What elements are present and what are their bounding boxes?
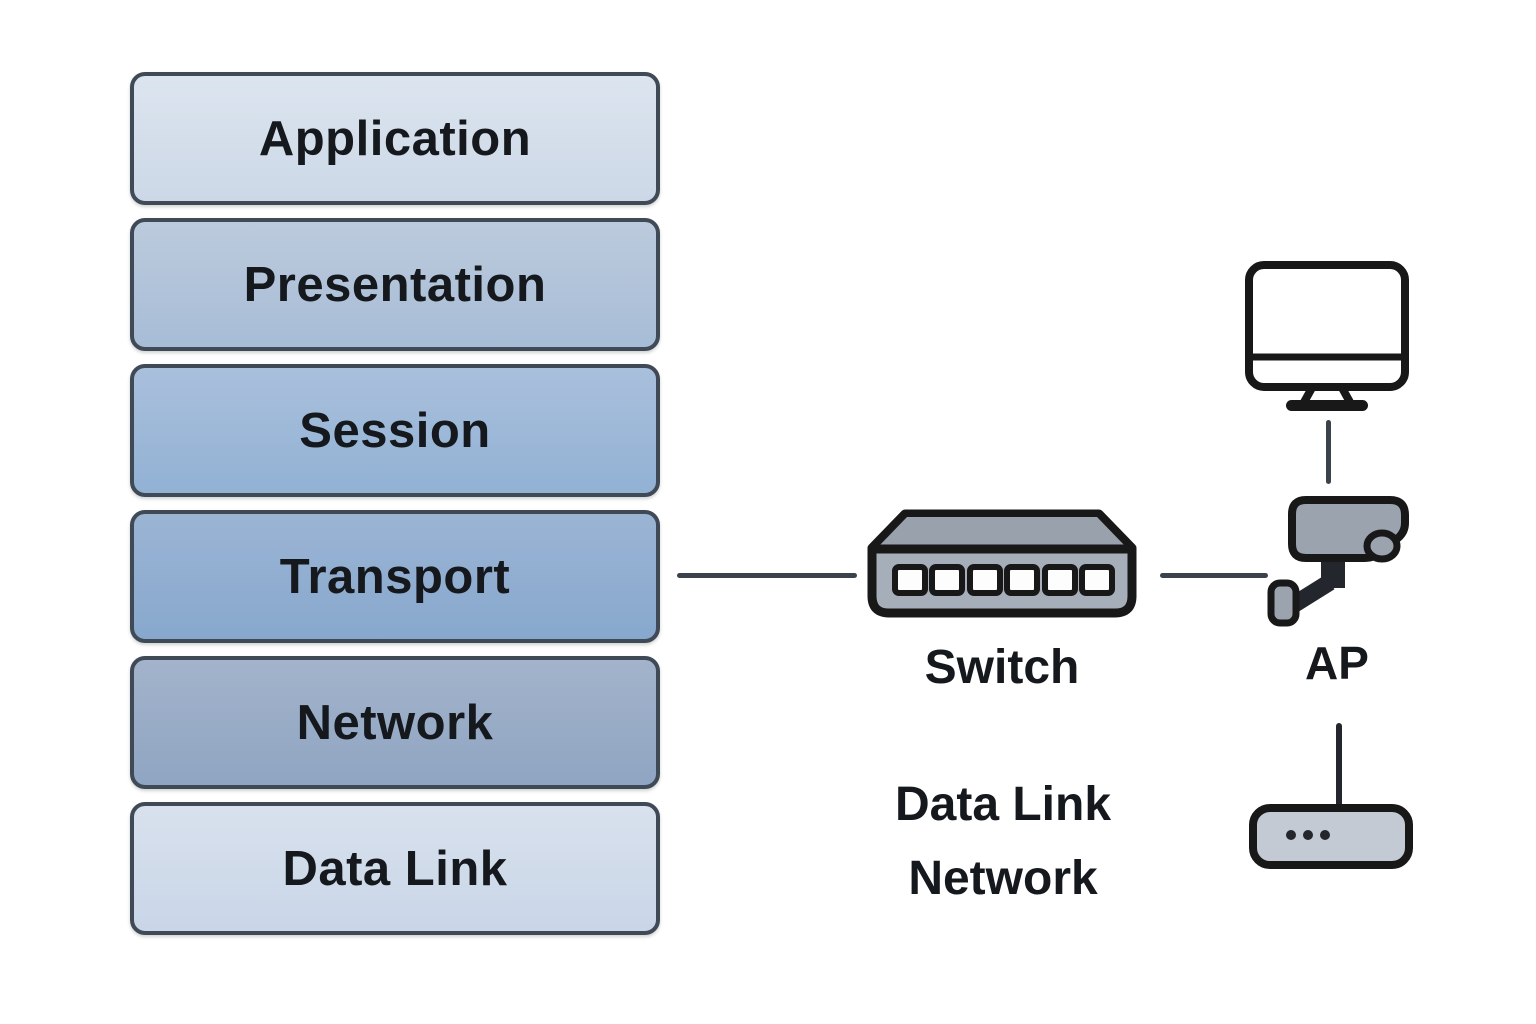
ap-label: AP	[1305, 637, 1369, 689]
caption-line-2: Network	[908, 852, 1098, 905]
network-caption: Data Link Network	[830, 768, 1176, 916]
osi-layer-application: Application	[130, 72, 660, 205]
router-icon	[1249, 723, 1413, 869]
osi-layer-session: Session	[130, 364, 660, 497]
osi-layer-datalink: Data Link	[130, 802, 660, 935]
switch-label: Switch	[924, 641, 1080, 694]
connector-monitor-to-ap	[1326, 420, 1331, 484]
osi-layer-network: Network	[130, 656, 660, 789]
switch-icon	[867, 509, 1137, 618]
osi-layer-transport: Transport	[130, 510, 660, 643]
layer-label: Session	[299, 403, 491, 458]
layer-label: Network	[296, 695, 494, 750]
monitor-icon	[1245, 261, 1409, 411]
connector-transport-to-switch	[677, 573, 857, 578]
layer-label: Application	[258, 111, 532, 166]
switch-ports	[892, 564, 1115, 596]
osi-layer-presentation: Presentation	[130, 218, 660, 351]
layer-label: Data Link	[282, 841, 508, 896]
osi-layer-stack: Application Presentation Session Transpo…	[130, 72, 660, 935]
caption-line-1: Data Link	[894, 778, 1112, 831]
layer-label: Presentation	[243, 257, 547, 312]
cctv-camera-icon	[1267, 496, 1409, 627]
layer-label: Transport	[279, 549, 511, 604]
connector-switch-to-ap	[1160, 573, 1268, 578]
